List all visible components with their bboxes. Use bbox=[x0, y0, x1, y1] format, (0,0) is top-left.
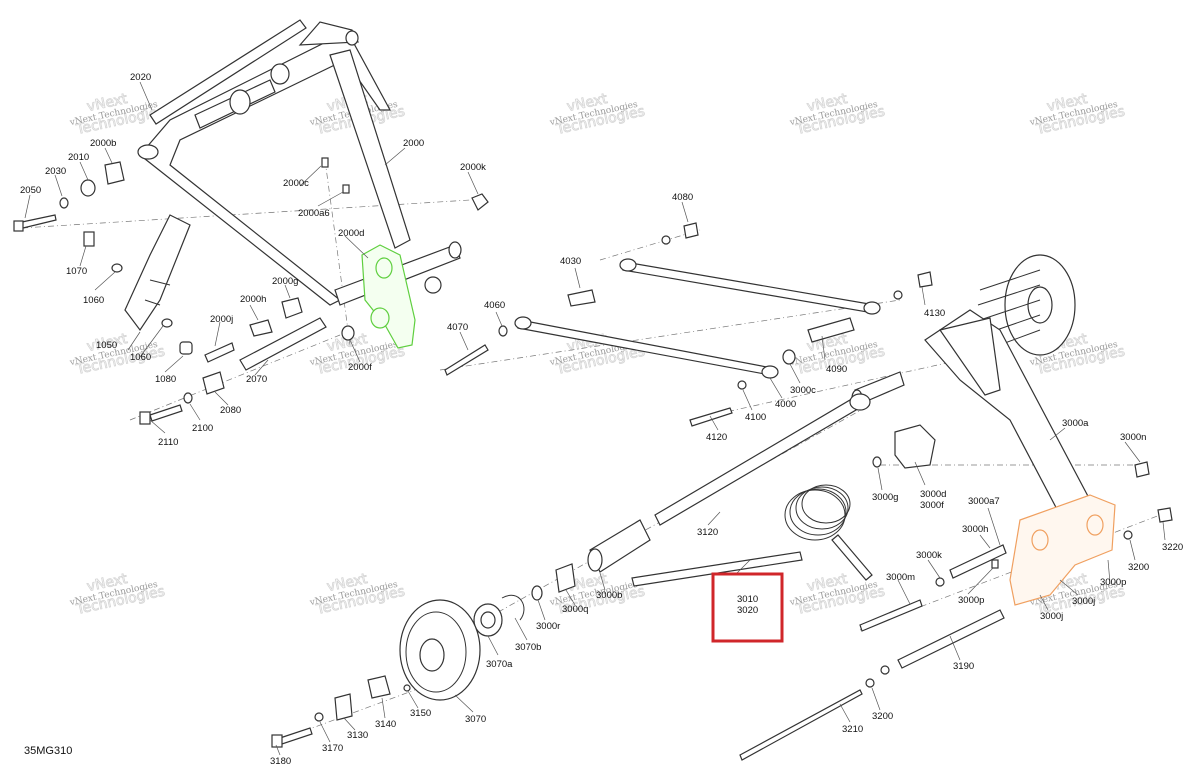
callout-3000j-upper: 3000j bbox=[1072, 596, 1095, 607]
callout-3120: 3120 bbox=[697, 527, 718, 538]
callout-3000g: 3000g bbox=[872, 492, 898, 503]
callout-3000n: 3000n bbox=[1120, 432, 1146, 443]
callout-3000p-right: 3000p bbox=[1100, 577, 1126, 588]
callout-3000c-upper: 3000c bbox=[790, 385, 816, 396]
highlight-box-3010-3020 bbox=[711, 572, 784, 643]
callout-2000k: 2000k bbox=[460, 162, 486, 173]
callout-4090: 4090 bbox=[826, 364, 847, 375]
callout-4120: 4120 bbox=[706, 432, 727, 443]
callout-1080: 1080 bbox=[155, 374, 176, 385]
callout-2030: 2030 bbox=[45, 166, 66, 177]
callout-3150: 3150 bbox=[410, 708, 431, 719]
callout-2000c: 2000c bbox=[283, 178, 309, 189]
wheel-spring-assembly bbox=[271, 393, 873, 748]
callout-2000a6: 2000a6 bbox=[298, 208, 330, 219]
leader-lines bbox=[24, 81, 1166, 756]
callout-2010: 2010 bbox=[68, 152, 89, 163]
callout-4000: 4000 bbox=[775, 399, 796, 410]
callout-2000g: 2000g bbox=[272, 276, 298, 287]
callout-1070: 1070 bbox=[66, 266, 87, 277]
callout-3170: 3170 bbox=[322, 743, 343, 754]
callout-2020: 2020 bbox=[130, 72, 151, 83]
callout-2000b: 2000b bbox=[90, 138, 116, 149]
callout-1060-upper: 1060 bbox=[83, 295, 104, 306]
callout-3180: 3180 bbox=[270, 756, 291, 767]
front-arm-assembly bbox=[13, 19, 489, 425]
callout-4060: 4060 bbox=[484, 300, 505, 311]
idler-wheel bbox=[399, 599, 481, 701]
callout-labels: 2020 2000b 2010 2030 2050 2000 2000c 200… bbox=[20, 72, 1183, 767]
callout-1050: 1050 bbox=[96, 340, 117, 351]
callout-3070a: 3070a bbox=[486, 659, 513, 670]
callout-3000a: 3000a bbox=[1062, 418, 1089, 429]
callout-4080: 4080 bbox=[672, 192, 693, 203]
assembly-axes bbox=[21, 159, 1161, 741]
callout-2100: 2100 bbox=[192, 423, 213, 434]
drawing-reference: 35MG310 bbox=[24, 745, 72, 757]
callout-3140: 3140 bbox=[375, 719, 396, 730]
callout-3000p-left: 3000p bbox=[958, 595, 984, 606]
callout-3000k: 3000k bbox=[916, 550, 942, 561]
callout-3020: 3020 bbox=[737, 605, 758, 616]
callout-3000j-lower: 3000j bbox=[1040, 611, 1063, 622]
callout-4100: 4100 bbox=[745, 412, 766, 423]
callout-3070: 3070 bbox=[465, 714, 486, 725]
callout-3010: 3010 bbox=[737, 594, 758, 605]
callout-4070: 4070 bbox=[447, 322, 468, 333]
callout-3200-right: 3200 bbox=[1128, 562, 1149, 573]
callout-2000j: 2000j bbox=[210, 314, 233, 325]
callout-2070: 2070 bbox=[246, 374, 267, 385]
callout-3000r: 3000r bbox=[536, 621, 560, 632]
rear-arm-assembly bbox=[739, 254, 1173, 761]
callout-3000d: 3000d bbox=[920, 489, 946, 500]
tie-rods bbox=[444, 222, 933, 427]
callout-3130: 3130 bbox=[347, 730, 368, 741]
callout-3000q: 3000q bbox=[562, 604, 588, 615]
callout-2000f: 2000f bbox=[348, 362, 372, 373]
callout-2110: 2110 bbox=[158, 437, 178, 448]
callout-2000: 2000 bbox=[403, 138, 424, 149]
callout-2050: 2050 bbox=[20, 185, 41, 196]
callout-3000m: 3000m bbox=[886, 572, 915, 583]
callout-4130: 4130 bbox=[924, 308, 945, 319]
callout-3000a7: 3000a7 bbox=[968, 496, 1000, 507]
callout-4030: 4030 bbox=[560, 256, 581, 267]
callout-3200-lower: 3200 bbox=[872, 711, 893, 722]
callout-2000h: 2000h bbox=[240, 294, 266, 305]
callout-3000f: 3000f bbox=[920, 500, 944, 511]
callout-3190: 3190 bbox=[953, 661, 974, 672]
callout-3070b: 3070b bbox=[515, 642, 541, 653]
torsion-spring bbox=[631, 484, 873, 587]
callout-3210: 3210 bbox=[842, 724, 863, 735]
callout-2000d: 2000d bbox=[338, 228, 364, 239]
callout-3000h: 3000h bbox=[962, 524, 988, 535]
callout-1060-lower: 1060 bbox=[130, 352, 151, 363]
callout-3000b: 3000b bbox=[596, 590, 622, 601]
callout-2080: 2080 bbox=[220, 405, 241, 416]
callout-3220: 3220 bbox=[1162, 542, 1183, 553]
